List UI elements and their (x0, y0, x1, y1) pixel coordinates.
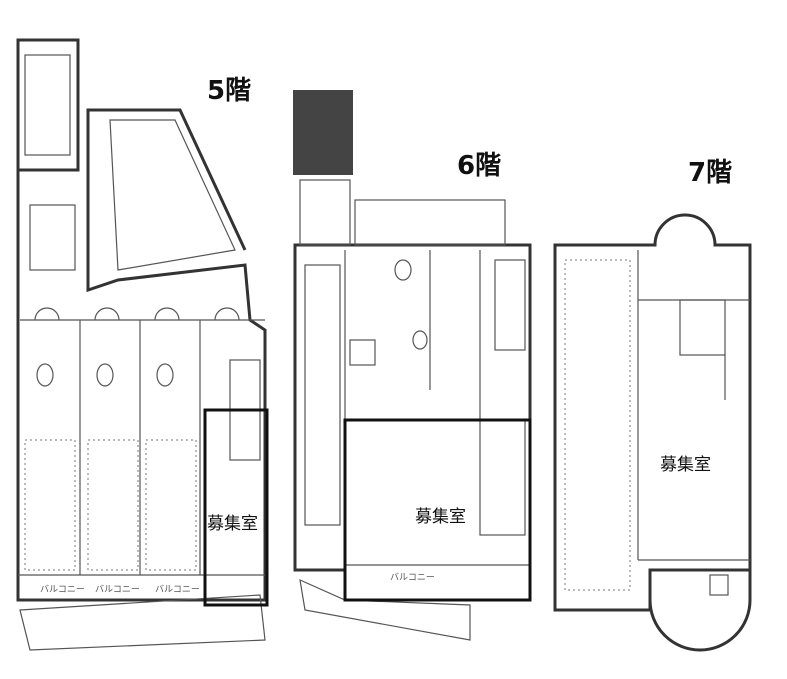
floor-7-label: 7階 (688, 158, 733, 188)
floor-5-label: 5階 (207, 76, 252, 106)
floor-7-plan (553, 213, 752, 652)
floor-6-plan (293, 90, 532, 641)
balcony-label: バルコニー (390, 573, 435, 583)
floor-6-available-room[interactable]: 募集室 (415, 507, 466, 527)
balcony-label: バルコニー (155, 585, 200, 595)
floor-6-label: 6階 (457, 151, 502, 181)
balcony-label: バルコニー (95, 585, 140, 595)
balcony-label: バルコニー (40, 585, 85, 595)
floor-5-plan (16, 38, 269, 651)
floor-5-available-room[interactable]: 募集室 (207, 514, 258, 534)
floor-7-available-room[interactable]: 募集室 (660, 455, 711, 475)
